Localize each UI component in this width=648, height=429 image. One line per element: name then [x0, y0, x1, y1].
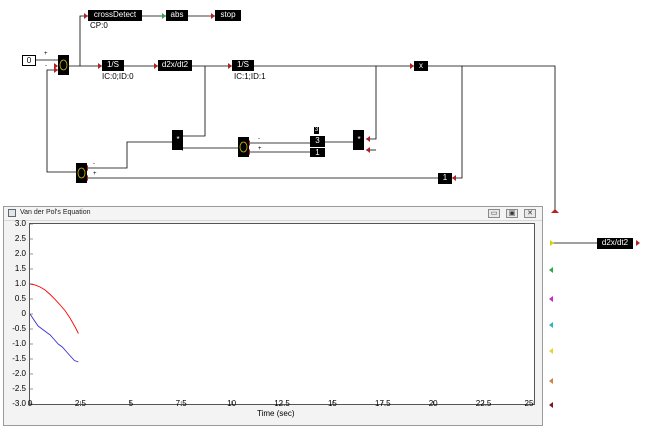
stop-block[interactable]: stop [215, 10, 241, 21]
mult-2-symbol: * [356, 135, 362, 145]
d2x-dt2-block[interactable]: d2x/dt2 [158, 60, 192, 71]
minimize-button[interactable]: ▭ [488, 209, 500, 218]
x-tick-label: 25 [524, 399, 534, 408]
plot-svg [29, 223, 535, 405]
sum1-minus-sign: - [45, 63, 47, 69]
minimize-icon: ▭ [490, 210, 498, 217]
sum-block-3[interactable] [76, 163, 87, 183]
y-tick-label: -0.5 [12, 324, 26, 333]
x-tick-label: 15 [327, 399, 337, 408]
plot-window-titlebar[interactable]: Van der Pol's Equation ▭ ▣ ✕ [4, 207, 542, 221]
y-tick-label: 1.5 [14, 264, 26, 273]
x-tick-label: 5 [128, 399, 134, 408]
y-tick-label: 0 [21, 309, 26, 318]
series-line-1 [29, 283, 79, 334]
y-tick-label: -2.0 [12, 369, 26, 378]
gain-block[interactable]: 1 [438, 173, 452, 184]
x-tick-label: 10 [227, 399, 237, 408]
restore-button[interactable]: ▣ [506, 209, 518, 218]
close-icon: ✕ [527, 210, 533, 217]
x-tick-label: 0 [27, 399, 33, 408]
plot-window[interactable]: Van der Pol's Equation ▭ ▣ ✕ 3.0 2.5 2.0 1.… [3, 206, 543, 426]
scope-ports [549, 240, 554, 408]
close-button[interactable]: ✕ [524, 209, 536, 218]
y-tick-label: 1.0 [14, 279, 26, 288]
y-tick-label: 2.5 [14, 234, 26, 243]
x-tick-label: 2.5 [74, 399, 86, 408]
plot-window-title: Van der Pol's Equation [20, 209, 91, 216]
constant-block[interactable]: 0 [22, 55, 36, 66]
abs-block[interactable]: abs [166, 10, 188, 21]
x-tick-label: 20 [428, 399, 438, 408]
y-tick-label: 3.0 [14, 219, 26, 228]
cross-detect-block[interactable]: crossDetect [88, 10, 142, 21]
y-tick-label: -1.5 [12, 354, 26, 363]
sum3-minus-sign: - [93, 161, 95, 167]
integrator-block-1[interactable]: 1/S [102, 60, 124, 71]
y-tick-label: 2.0 [14, 249, 26, 258]
wires [36, 15, 597, 244]
integrator-block-2[interactable]: 1/S [232, 60, 254, 71]
x-tick-label: 17.5 [375, 399, 391, 408]
x-axis-label: Time (sec) [257, 409, 295, 418]
power-block[interactable]: 3 [310, 136, 325, 147]
constant-one-block[interactable]: 1 [310, 148, 325, 157]
y-tick-label: -2.5 [12, 384, 26, 393]
x-tick-label: 7.5 [175, 399, 187, 408]
sum-block-1[interactable] [58, 55, 69, 75]
series-line-2 [29, 313, 79, 363]
plot-area [29, 223, 535, 405]
sum1-plus-sign: + [44, 51, 48, 57]
y-tick-label: 0.5 [14, 294, 26, 303]
abs-input-arrow [162, 13, 166, 19]
integrator-1-param: IC:0;ID:0 [102, 72, 134, 81]
multiply-x-block[interactable]: x [414, 61, 428, 71]
restore-icon: ▣ [508, 210, 516, 217]
sum2-plus-sign: + [258, 146, 262, 152]
sum3-plus-sign: + [93, 171, 97, 177]
integrator-2-param: IC:1;ID:1 [234, 72, 266, 81]
y-tick-label: -1.0 [12, 339, 26, 348]
d2x-dt2-output-block[interactable]: d2x/dt2 [597, 238, 633, 249]
power-exponent-label: 3 [314, 127, 319, 134]
sum-block-2[interactable] [238, 137, 249, 157]
mult-1-symbol: * [175, 135, 181, 145]
x-tick-label: 12.5 [274, 399, 290, 408]
cross-detect-param: CP:0 [90, 21, 108, 30]
y-tick-label: -3.0 [12, 399, 26, 408]
window-app-icon [8, 209, 16, 217]
x-tick-label: 22.5 [475, 399, 492, 408]
sum2-minus-sign: - [258, 136, 260, 142]
